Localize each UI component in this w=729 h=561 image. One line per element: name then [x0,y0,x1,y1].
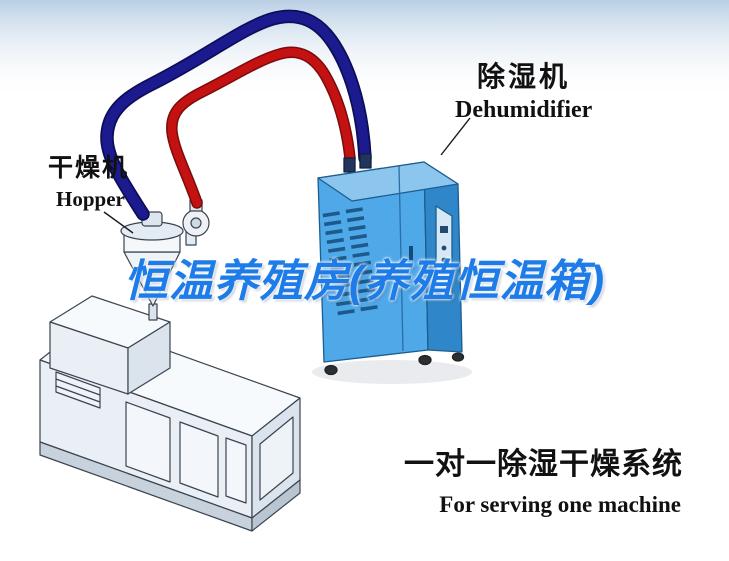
dryer-hopper [120,199,210,321]
louver-vents [322,207,378,316]
cabinet-top [317,161,459,202]
machine-base-skirt [251,479,301,532]
cabinet-seam [398,165,404,352]
hopper-label-cn: 干燥机 [48,154,130,182]
control-display [440,226,448,233]
caster-wheels [324,352,465,376]
sky-gradient-band [0,0,729,100]
hopper-label-en: Hopper [56,187,125,211]
caption-cn: 一对一除湿干燥系统 [404,448,683,481]
pipe-connector [343,157,356,173]
hot-air-pipe [166,46,356,209]
machine-door [125,401,171,483]
dehumidifier-label-en: Dehumidifier [455,97,593,123]
control-button [441,257,447,263]
machine-vent [55,371,101,409]
door-handle [409,246,413,260]
label-pointer-lines [103,117,471,234]
caption-en: For serving one machine [439,492,681,517]
machine-door [179,421,219,498]
pipe-connector [359,153,372,169]
extruder-machine [39,295,301,532]
machine-end-panel [259,416,294,501]
hopper-pointer-line [103,211,134,234]
machine-door [225,437,247,504]
dehumidifier-pointer-line [440,117,471,156]
cabinet-shadow [312,360,472,384]
watermark-title: 恒温养殖房(养殖恒温箱) [123,257,606,306]
hopper-blower-hub [190,217,202,229]
dehumidifier-unit [312,153,472,384]
control-button [441,245,447,251]
cold-air-pipe [100,9,372,221]
dehumidifier-label-cn: 除湿机 [477,61,571,92]
machine-pedestal-side [127,321,171,395]
